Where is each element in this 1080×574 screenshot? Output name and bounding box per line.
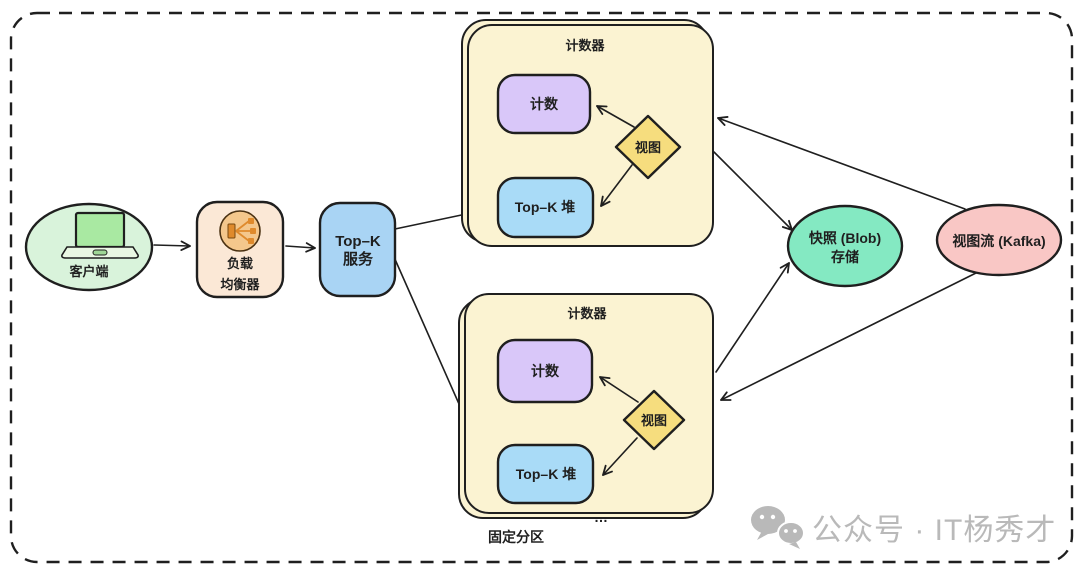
snapshot-store-label-line2: 存储 [831, 249, 859, 265]
edge-counter-top-to-store [713, 151, 793, 231]
topk-heap-node-top [496, 176, 595, 239]
edge-view-to-count-top [596, 105, 635, 128]
client-node: 客户端 [24, 202, 154, 292]
counter-top-title-text: 计数器 [565, 38, 605, 53]
topk-service-label-line2: 服务 [343, 250, 374, 268]
edge-kafka-to-counter-top [717, 116, 966, 210]
laptop-icon [61, 211, 139, 259]
counter-partition-bottom: 计数器 计数 Top–K 堆 视图 [458, 293, 714, 519]
load-balancer-label-line1: 负载 [227, 256, 253, 271]
topk-service-node: Top–K 服务 [318, 201, 397, 298]
wechat-watermark: 公众号 · IT杨秀才 [751, 506, 1056, 549]
edge-counter-bottom-to-store [715, 262, 790, 373]
edge-view-to-heap-bottom [602, 437, 638, 476]
dashed-border [9, 11, 1074, 564]
topk-heap-label-top: Top–K 堆 [515, 199, 575, 215]
wechat-icon [751, 506, 805, 549]
load-balancer-node: 负载 均衡器 [195, 200, 285, 299]
snapshot-store-node: 快照 (Blob) 存储 [786, 204, 904, 288]
watermark-text: 公众号 · IT杨秀才 [812, 514, 1056, 547]
count-label-top: 计数 [530, 96, 559, 112]
edge-kafka-to-counter-bottom [720, 270, 981, 401]
view-node-bottom [622, 389, 686, 451]
load-balancer-icon [219, 210, 261, 252]
ellipsis: … [594, 509, 608, 525]
topk-heap-label-bottom: Top–K 堆 [516, 466, 576, 482]
count-node-bottom [496, 338, 594, 404]
topk-service-label-line1: Top–K [335, 233, 381, 250]
counter-bottom-title: 计数器 [567, 306, 607, 321]
edge-view-to-heap-top [600, 164, 633, 207]
edge-view-to-count-bottom [599, 376, 639, 403]
count-node-top [496, 73, 592, 135]
view-label-top: 视图 [635, 140, 661, 155]
load-balancer-label-line2: 均衡器 [220, 277, 260, 292]
snapshot-store-label-line1: 快照 (Blob) [809, 230, 881, 246]
view-stream-label: 视图流 (Kafka) [952, 233, 1045, 249]
topk-heap-node-bottom [496, 443, 595, 505]
edge-client-to-lb [153, 240, 191, 251]
edge-lb-to-service [285, 242, 316, 253]
view-stream-node: 视图流 (Kafka) [935, 203, 1063, 277]
partition-label: 固定分区 [488, 529, 544, 545]
counter-partition-top: 计数器 计数 Top–K 堆 视图 [461, 19, 714, 247]
view-node-top [614, 114, 682, 180]
count-label-bottom: 计数 [531, 363, 560, 379]
client-label: 客户端 [69, 264, 108, 279]
view-label-bottom: 视图 [641, 413, 667, 428]
